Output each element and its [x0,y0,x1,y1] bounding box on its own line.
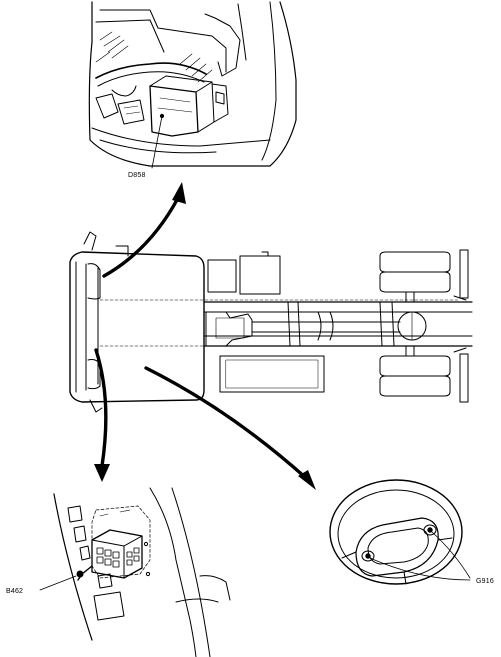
arrow-head-down [94,464,110,482]
arrow-heads [94,182,316,490]
detail-dashboard-relay-box [88,1,297,169]
arrow-to-top-detail [102,196,180,278]
arrow-head-up [172,182,186,204]
callout-arrows [94,196,308,480]
detail-relay-connector [39,487,231,657]
chassis-plan-view [69,231,473,413]
arrow-to-bottom-left-detail [94,348,108,468]
label-steering-connectors: G916 [476,578,494,585]
detail-steering-wheel [329,479,471,585]
label-relay-connector: B462 [6,588,24,595]
arrow-to-steering-detail [144,366,308,480]
arrow-head-right [298,470,316,490]
label-relay-box: D858 [128,172,146,179]
